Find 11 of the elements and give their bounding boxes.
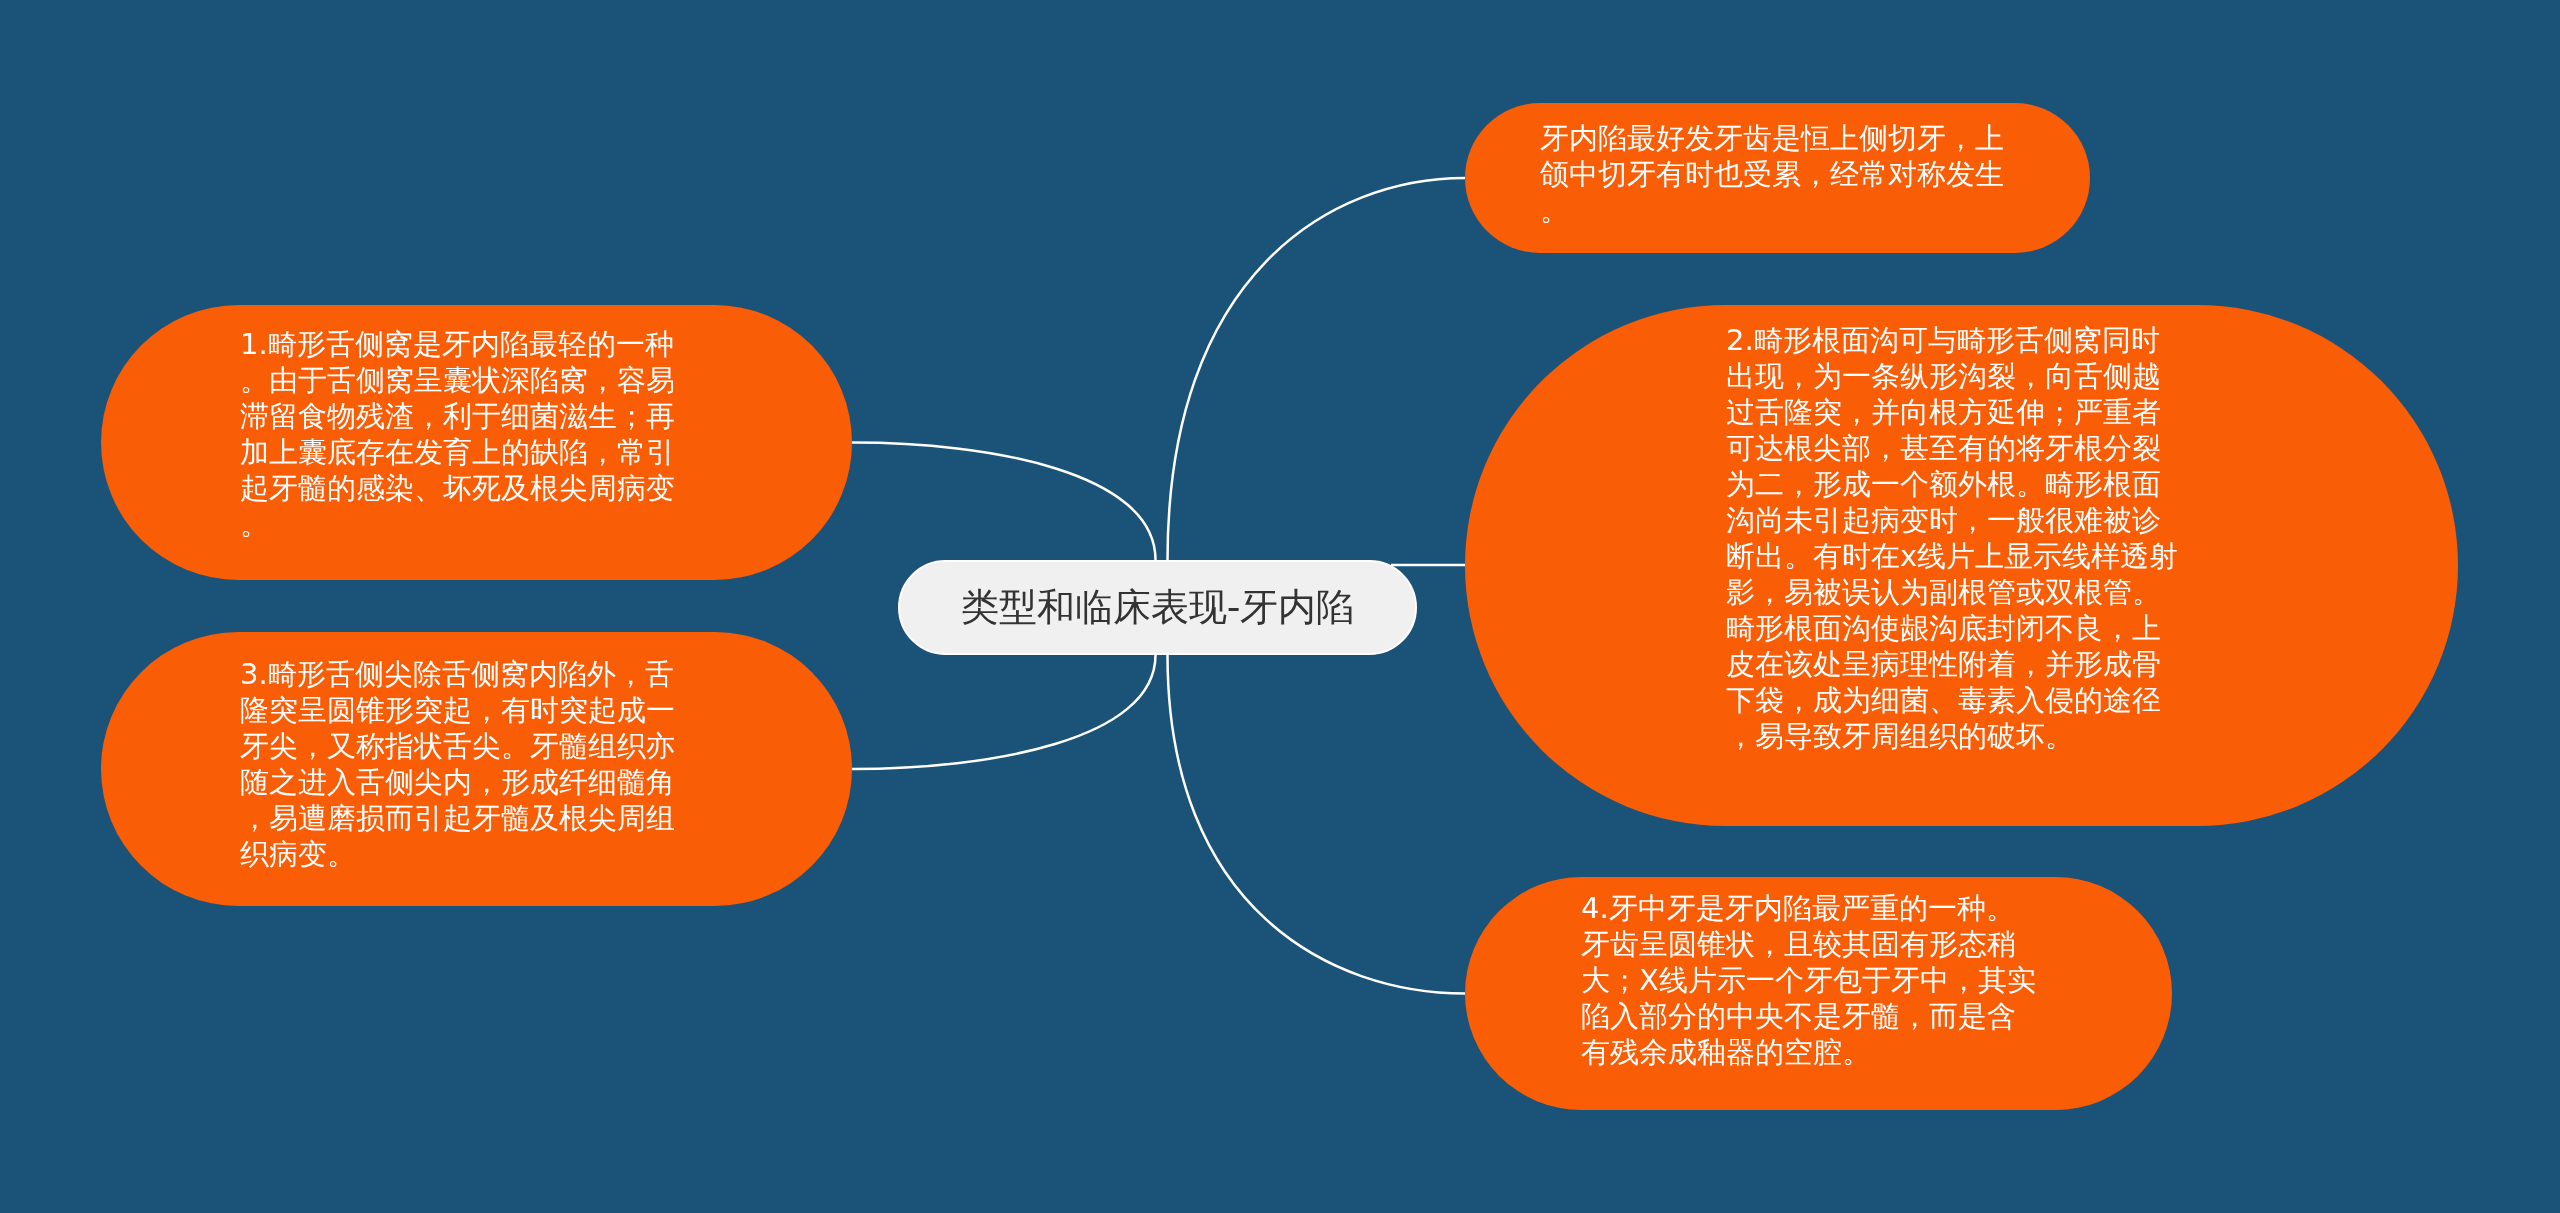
- note-text: 4.牙中牙是牙内陷最严重的一种。牙齿呈圆锥状，且较其固有形态稍大；X线片示一个牙包于牙中，其实陷入部分的中央不是牙髓，而是含有残余成釉器的空腔。: [1581, 890, 2037, 1070]
- connector-line: [1166, 176, 1466, 561]
- note-text: 3.畸形舌侧尖除舌侧窝内陷外，舌隆突呈圆锥形突起，有时突起成一牙尖，又称指状舌尖。牙髓组织亦随之进入舌侧尖内，形成纤细髓角，易遭磨损而引起牙髓及根尖周组织病变。: [240, 656, 676, 872]
- connector-line: [1391, 563, 1465, 567]
- note-text: 牙内陷最好发牙齿是恒上侧切牙，上颌中切牙有时也受累，经常对称发生。: [1540, 120, 2005, 228]
- connector-line: [851, 654, 1157, 771]
- topic-title: 类型和临床表现-牙内陷: [959, 584, 1356, 631]
- note-text: 2.畸形根面沟可与畸形舌侧窝同时出现，为一条纵形沟裂，向舌侧越过舌隆突，并向根方延伸；严重者可达根尖部，甚至有的将牙根分裂为二，形成一个额外根。畸形根面沟尚未引起病变时，一般很难被诊断出。有时在x线片上显示线样透射影，易被误认为副根管或双根管。畸形根面沟使龈沟底封闭不良，上皮在该处呈病理性附着，并形成骨下袋，成为细菌、毒素入侵的途径，易导致牙周组织的破坏。: [1726, 322, 2180, 754]
- connector-line: [851, 441, 1157, 561]
- connector-line: [1166, 654, 1466, 995]
- note-text: 1.畸形舌侧窝是牙内陷最轻的一种。由于舌侧窝呈囊状深陷窝，容易滞留食物残渣，利于细菌滋生；再加上囊底存在发育上的缺陷，常引起牙髓的感染、坏死及根尖周病变。: [240, 326, 676, 542]
